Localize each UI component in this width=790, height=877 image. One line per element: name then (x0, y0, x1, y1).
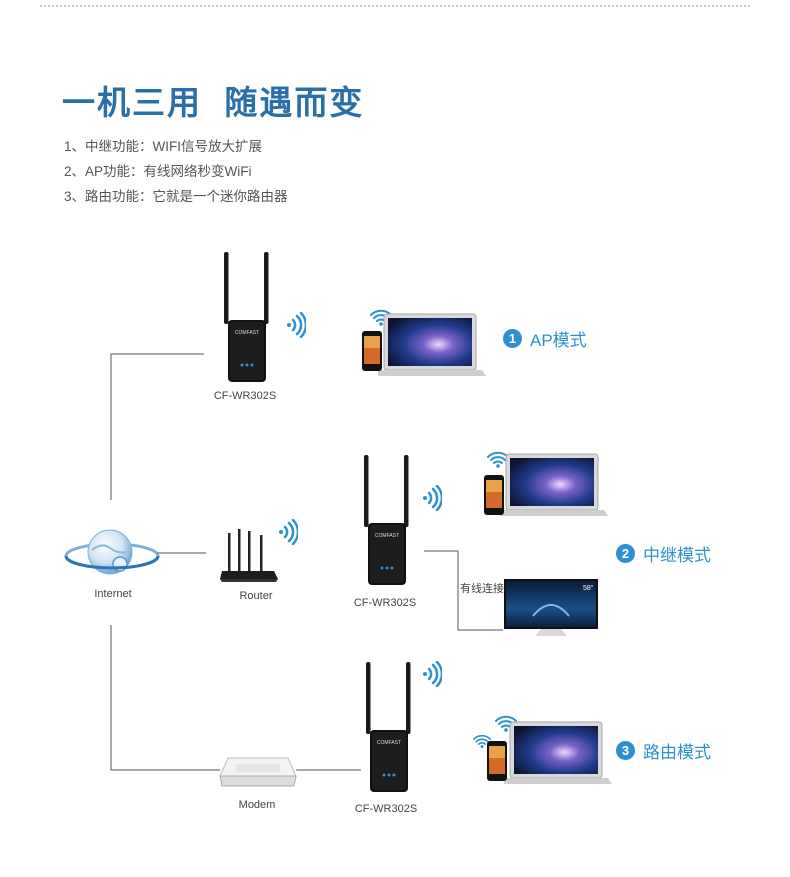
wifi-signal-icon (287, 312, 306, 338)
phone-icon (487, 741, 507, 781)
feature-item: 1、中继功能：WIFI信号放大扩展 (64, 139, 262, 154)
wifi-signal-icon (279, 519, 298, 545)
internet-label: Internet (94, 588, 132, 600)
tv-icon: 58" (504, 579, 598, 636)
feature-list: 1、中继功能：WIFI信号放大扩展 2、AP功能：有线网络秒变WiFi 3、路由… (64, 134, 288, 209)
mode-label: 中继模式 (643, 546, 711, 565)
router-label: Router (239, 590, 273, 602)
mode-label: AP模式 (530, 331, 587, 350)
laptop-icon (504, 721, 612, 784)
extender-brand: COMFAST (375, 533, 399, 539)
tv-badge: 58" (583, 585, 594, 592)
wifi-signal-icon (423, 485, 442, 511)
internet-to-modem-line (110, 625, 220, 771)
extender-brand: COMFAST (377, 740, 401, 746)
feature-item: 2、AP功能：有线网络秒变WiFi (64, 164, 252, 179)
mode-repeater: 2 中继模式 (616, 541, 711, 566)
laptop-icon (500, 453, 608, 516)
extender-label: CF-WR302S (354, 803, 418, 815)
mode-number-badge: 2 (616, 544, 635, 563)
feature-item: 3、路由功能：它就是一个迷你路由器 (64, 189, 288, 204)
wired-connection-line (424, 550, 503, 631)
internet-globe-icon (64, 529, 160, 575)
modem-icon (219, 757, 297, 787)
mode-number-badge: 3 (616, 741, 635, 760)
wired-connection-label: 有线连接 (460, 583, 504, 595)
top-dotted-divider (40, 5, 750, 7)
extender-brand: COMFAST (235, 330, 259, 336)
extender-label: CF-WR302S (353, 597, 417, 609)
phone-icon (362, 331, 382, 371)
extender-device: COMFAST (366, 662, 411, 792)
phone-icon (484, 475, 504, 515)
mode-router: 3 路由模式 (616, 738, 711, 763)
modem-label: Modem (238, 799, 276, 811)
page-title: 一机三用 随遇而变 (62, 84, 365, 121)
wifi-small-icon (473, 734, 491, 749)
internet-to-ap-line (110, 353, 204, 500)
extender-device: COMFAST (224, 252, 269, 382)
laptop-icon (378, 313, 486, 376)
extender-device: COMFAST (364, 455, 409, 585)
wifi-signal-icon (423, 661, 442, 687)
mode-ap: 1 AP模式 (503, 326, 587, 351)
router-icon (220, 529, 278, 582)
mode-number-badge: 1 (503, 329, 522, 348)
extender-label: CF-WR302S (213, 390, 277, 402)
mode-label: 路由模式 (643, 743, 711, 762)
